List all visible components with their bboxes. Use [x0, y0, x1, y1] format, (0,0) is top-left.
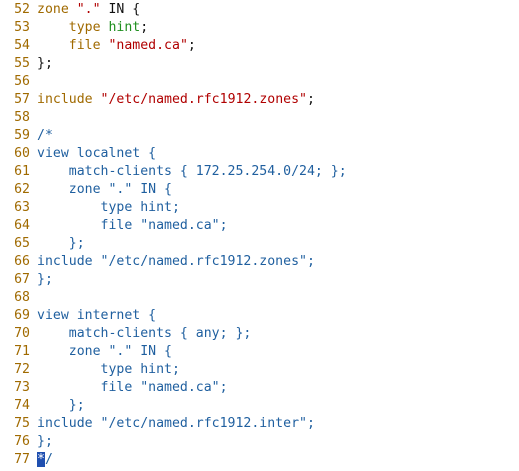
code-line[interactable]: 59 /* [0, 127, 519, 145]
code-line[interactable]: 71 zone "." IN { [0, 343, 519, 361]
code-token [93, 92, 101, 107]
line-number: 65 [14, 236, 30, 251]
line-number: 63 [14, 200, 30, 215]
code-line[interactable]: 65 }; [0, 235, 519, 253]
code-token: file "named.ca"; [37, 218, 228, 233]
code-token: "." [76, 2, 101, 17]
code-token: match-clients { any; }; [37, 326, 252, 341]
line-number: 72 [14, 362, 30, 377]
line-number: 71 [14, 344, 30, 359]
line-number: 62 [14, 182, 30, 197]
code-token: ; [187, 38, 196, 53]
code-token: include "/etc/named.rfc1912.inter"; [37, 416, 315, 431]
code-token [69, 2, 77, 17]
line-number: 69 [14, 308, 30, 323]
code-line[interactable]: 70 match-clients { any; }; [0, 325, 519, 343]
line-number: 75 [14, 416, 30, 431]
code-line[interactable]: 64 file "named.ca"; [0, 217, 519, 235]
code-line[interactable]: 66 include "/etc/named.rfc1912.zones"; [0, 253, 519, 271]
line-number: 60 [14, 146, 30, 161]
code-line[interactable]: 69 view internet { [0, 307, 519, 325]
code-token: zone "." IN { [37, 344, 172, 359]
code-token: match-clients { 172.25.254.0/24; }; [37, 164, 347, 179]
line-number: 54 [14, 38, 30, 53]
line-number: 59 [14, 128, 30, 143]
code-token: "named.ca" [108, 38, 188, 53]
line-number: 77 [14, 452, 30, 467]
code-token: type hint; [37, 200, 180, 215]
code-token: "/etc/named.rfc1912.zones" [100, 92, 307, 107]
code-token: zone "." IN { [37, 182, 172, 197]
code-token [37, 20, 69, 35]
line-number: 57 [14, 92, 30, 107]
text-cursor: * [37, 452, 45, 467]
line-number: 56 [14, 74, 30, 89]
code-token: view internet { [37, 308, 157, 323]
code-line[interactable]: 68 [0, 289, 519, 307]
line-number: 68 [14, 290, 30, 305]
code-line[interactable]: 60 view localnet { [0, 145, 519, 163]
code-token: }; [37, 398, 85, 413]
code-line[interactable]: 57 include "/etc/named.rfc1912.zones"; [0, 91, 519, 109]
line-number: 58 [14, 110, 30, 125]
code-token: zone [37, 2, 69, 17]
line-number: 74 [14, 398, 30, 413]
code-line[interactable]: 54 file "named.ca"; [0, 37, 519, 55]
code-token: type hint; [37, 362, 180, 377]
code-line[interactable]: 74 }; [0, 397, 519, 415]
code-line[interactable]: 63 type hint; [0, 199, 519, 217]
line-number: 76 [14, 434, 30, 449]
code-token: file [68, 38, 101, 53]
code-token: }; [37, 434, 53, 449]
line-number: 52 [14, 2, 30, 17]
code-token: include [37, 92, 93, 107]
code-line[interactable]: 67}; [0, 271, 519, 289]
line-number: 64 [14, 218, 30, 233]
code-token: file "named.ca"; [37, 380, 228, 395]
line-number: 73 [14, 380, 30, 395]
line-number: 70 [14, 326, 30, 341]
code-token [37, 38, 69, 53]
code-token: view localnet { [37, 146, 157, 161]
code-token: ; [306, 92, 315, 107]
code-line[interactable]: 56 [0, 73, 519, 91]
code-line[interactable]: 75 include "/etc/named.rfc1912.inter"; [0, 415, 519, 433]
code-line[interactable]: 73 file "named.ca"; [0, 379, 519, 397]
line-number: 67 [14, 272, 30, 287]
code-token: }; [37, 236, 85, 251]
code-token: ; [140, 20, 149, 35]
code-token: hint [108, 20, 141, 35]
code-line[interactable]: 58 [0, 109, 519, 127]
code-token: }; [37, 56, 53, 71]
code-token: / [44, 452, 53, 467]
code-line[interactable]: 53 type hint; [0, 19, 519, 37]
code-token: IN { [100, 2, 141, 17]
code-line[interactable]: 76}; [0, 433, 519, 451]
line-number: 61 [14, 164, 30, 179]
code-line[interactable]: 72 type hint; [0, 361, 519, 379]
line-number: 66 [14, 254, 30, 269]
line-number: 55 [14, 56, 30, 71]
code-line[interactable]: 62 zone "." IN { [0, 181, 519, 199]
code-line[interactable]: 52 zone "." IN { [0, 1, 519, 19]
code-line[interactable]: 55}; [0, 55, 519, 73]
code-token: /* [37, 128, 53, 143]
code-token: type [68, 20, 101, 35]
code-token: }; [37, 272, 53, 287]
code-line[interactable]: 61 match-clients { 172.25.254.0/24; }; [0, 163, 519, 181]
line-number: 53 [14, 20, 30, 35]
code-line[interactable]: 77 */ [0, 451, 519, 469]
code-token: include "/etc/named.rfc1912.zones"; [37, 254, 315, 269]
